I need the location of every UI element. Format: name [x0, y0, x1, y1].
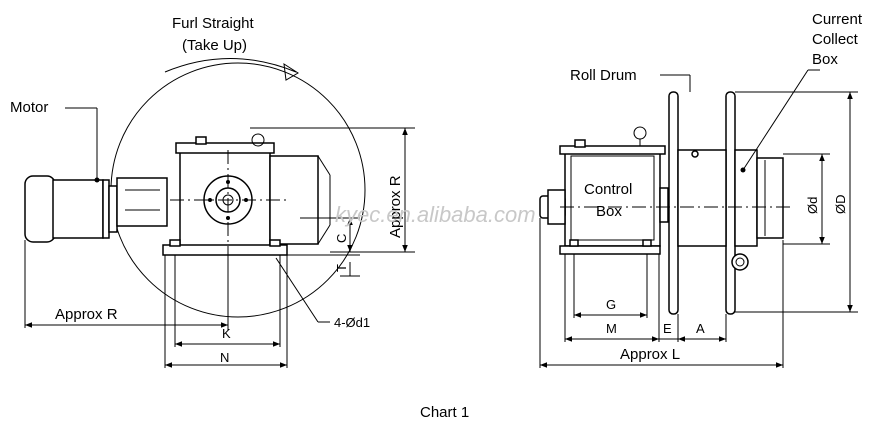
dim-t: T	[334, 264, 349, 272]
side-view: Furl Straight (Take Up) Motor Approx R C…	[10, 15, 415, 368]
current-collect-label-line2: Collect	[812, 31, 859, 48]
current-collect-label-line1: Current	[812, 11, 863, 28]
dim-g: G	[606, 297, 616, 312]
lifting-eye-right-icon	[633, 126, 647, 140]
rotation-label-line1: Furl Straight	[172, 15, 255, 32]
dim-k: K	[222, 326, 231, 341]
dim-m: M	[606, 321, 617, 336]
drum-core	[677, 149, 727, 247]
current-collect-box	[734, 149, 758, 247]
current-collect-label-line3: Box	[812, 51, 838, 68]
dim-approx-r-vertical: Approx R	[387, 175, 404, 238]
rotation-arrow-icon	[164, 58, 297, 73]
watermark: kyec.en.alibaba.com	[335, 202, 536, 227]
dim-c: C	[334, 234, 349, 243]
lifting-eye-icon	[251, 133, 265, 147]
dim-e: E	[663, 321, 672, 336]
dim-small-d: Ød	[805, 197, 820, 214]
motor-coupling	[108, 185, 118, 233]
drum-flange-left	[668, 91, 679, 315]
rotation-arrowhead-icon	[283, 63, 299, 81]
motor-housing	[24, 175, 56, 243]
motor-body	[52, 179, 104, 239]
roll-drum-label: Roll Drum	[570, 67, 637, 84]
gearbox-cap	[195, 136, 207, 145]
motor-flange	[102, 179, 110, 239]
front-view: Roll Drum Current Collect Box Control Bo…	[539, 11, 863, 368]
dim-a: A	[696, 321, 705, 336]
dim-approx-l: Approx L	[620, 346, 680, 363]
dim-n: N	[220, 350, 229, 365]
motor-label: Motor	[10, 99, 48, 116]
dim-approx-r-horizontal: Approx R	[55, 306, 118, 323]
chart-caption: Chart 1	[420, 404, 469, 421]
control-box-panel	[570, 155, 655, 241]
control-box-label-line1: Control	[584, 181, 632, 198]
rotation-label-line2: (Take Up)	[182, 37, 247, 54]
dim-big-d: ØD	[833, 195, 848, 215]
gearbox-top-plate	[175, 142, 275, 154]
control-box-housing	[564, 149, 661, 247]
base-plate	[162, 244, 288, 256]
guide-wheel-icon	[731, 253, 749, 271]
drum-flange-right	[725, 91, 736, 315]
dim-bolt-holes: 4-Ød1	[334, 315, 370, 330]
control-box-label-line2: Box	[596, 203, 622, 220]
gearbox-side	[116, 177, 168, 227]
base-plate-right	[559, 245, 661, 255]
